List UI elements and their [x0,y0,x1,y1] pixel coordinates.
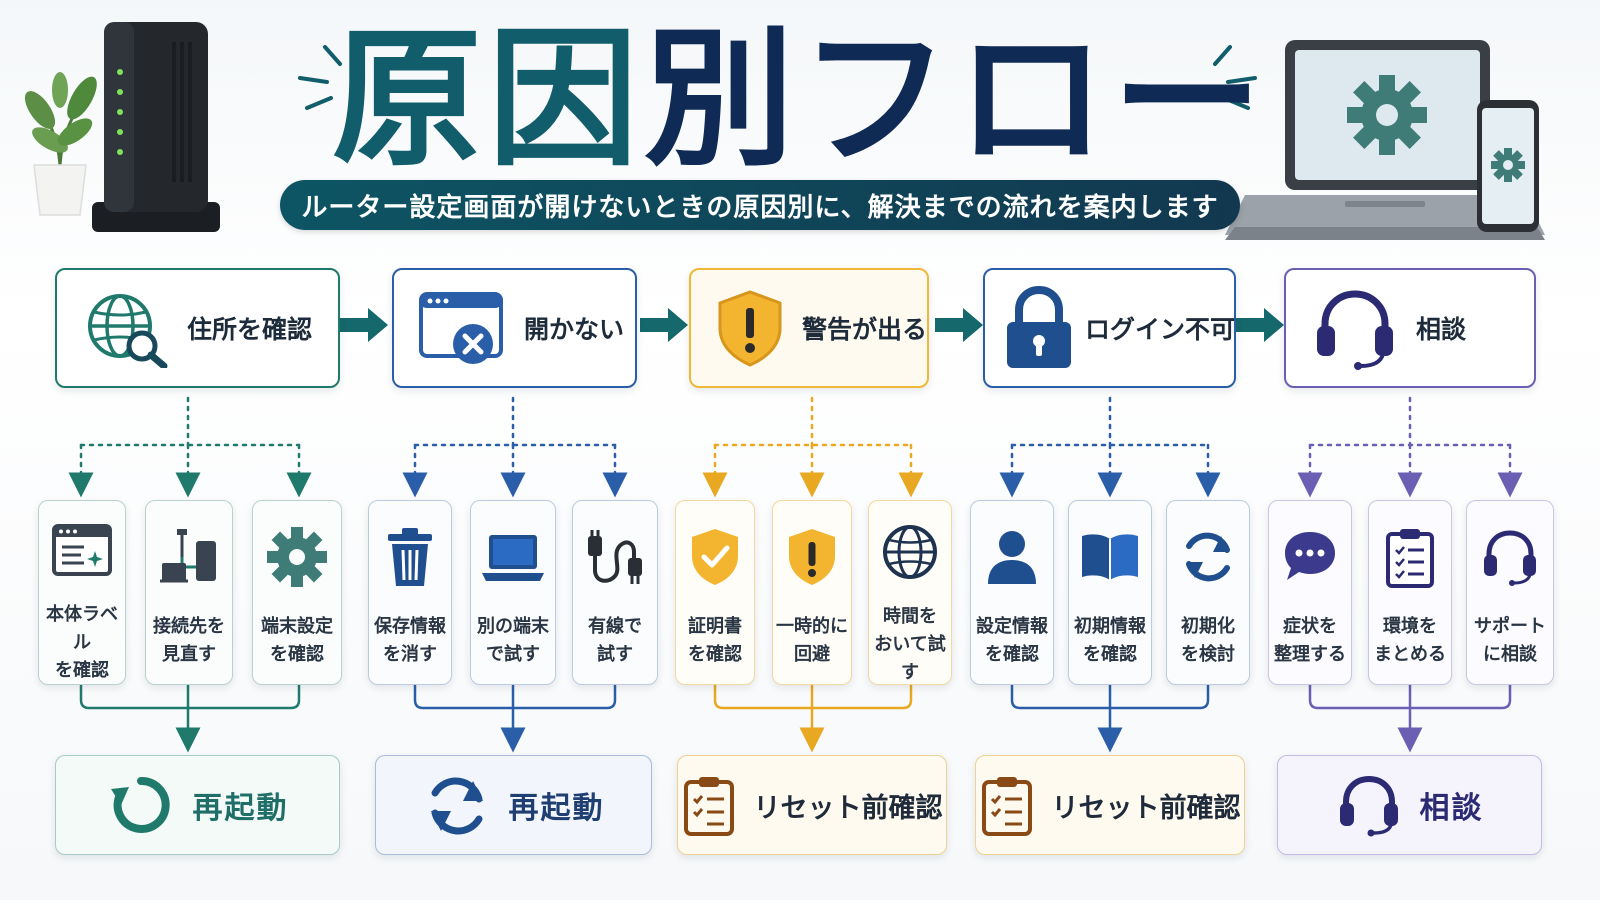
sync-icon [1179,523,1237,591]
sub-card-other-device[interactable]: 別の端末 で試す [470,500,556,685]
globe-search-icon [71,288,181,368]
sub-card-label: 有線で 試す [588,616,642,665]
sub-card-factory-reset[interactable]: 初期化 を検討 [1166,500,1250,685]
globe-icon [881,523,939,581]
laptop-phone-illustration [1225,40,1545,240]
router-illustration [92,22,220,232]
sub-card-label: 時間を おいて試す [874,606,946,683]
bottom-card-pre-reset-1[interactable]: リセット前確認 [677,755,947,855]
sub-card-label: 環境を まとめる [1374,616,1446,665]
subtitle-banner: ルーター設定画面が開けないときの原因別に、解決までの流れを案内します [280,180,1240,230]
sub-card-label: 別の端末 で試す [477,616,549,665]
shield-alert-icon [784,523,840,591]
user-icon [985,523,1039,591]
sub-card-initial-info[interactable]: 初期情報 を確認 [1068,500,1152,685]
top-card-cannot-open[interactable]: 開かない [392,268,637,388]
sub-card-body-label[interactable]: 本体ラベル を確認 [38,500,126,685]
sub-card-label: サポート に相談 [1474,616,1546,665]
cable-plug-icon [584,523,646,591]
sub-card-label: 接続先を 見直す [153,616,225,665]
sub-card-label: 症状を 整理する [1274,616,1346,665]
refresh-icon [423,771,491,839]
sub-card-temporary-bypass[interactable]: 一時的に 回避 [772,500,852,685]
bottom-card-label: リセット前確認 [1051,792,1241,824]
sub-card-label: 証明書 を確認 [688,616,742,665]
bottom-card-pre-reset-2[interactable]: リセット前確認 [975,755,1245,855]
sub-card-contact-support[interactable]: サポート に相談 [1466,500,1554,685]
bottom-card-restart-2[interactable]: 再起動 [375,755,652,855]
sub-card-label: 初期化 を検討 [1181,616,1235,665]
top-flow-arrows [340,308,1284,342]
top-card-label: 警告が出る [801,315,927,344]
top-card-address[interactable]: 住所を確認 [55,268,340,388]
bottom-card-label: 再起動 [508,791,605,826]
headset-icon [1480,523,1540,591]
headset-icon [1336,773,1402,837]
clipboard-list-icon [1384,523,1436,591]
top-card-label: 相談 [1416,315,1467,344]
sub-card-label: 初期情報 を確認 [1074,616,1146,665]
sub-card-certificate[interactable]: 証明書 を確認 [675,500,755,685]
bottom-card-label: 再起動 [192,791,289,826]
title-spark-right [1213,45,1257,110]
chat-bubble-icon [1281,523,1339,591]
top-card-login[interactable]: ログイン不可 [983,268,1236,388]
page-title: 原因別フロー [300,20,1300,180]
top-card-label: ログイン不可 [1085,315,1236,344]
restart-icon [107,771,175,839]
lock-icon [999,286,1079,368]
label-window-icon [51,523,113,579]
warning-shield-icon [705,288,796,368]
top-card-label: 開かない [524,315,625,344]
sub-card-device-settings[interactable]: 端末設定 を確認 [252,500,342,685]
checklist-icon [682,774,736,836]
sub-card-label: 端末設定 を確認 [261,616,333,665]
checklist-icon [980,774,1034,836]
plant-decoration [24,72,97,216]
top-card-warning[interactable]: 警告が出る [689,268,929,388]
sub-card-config-info[interactable]: 設定情報 を確認 [970,500,1054,685]
top-card-consult[interactable]: 相談 [1284,268,1536,388]
sub-card-wired[interactable]: 有線で 試す [572,500,658,685]
shield-check-icon [687,523,743,591]
title-part-1: 原因 [331,13,644,187]
sub-card-label: 設定情報 を確認 [976,616,1048,665]
sub-card-connection[interactable]: 接続先を 見直す [145,500,233,685]
title-spark-left [298,45,342,110]
title-part-2: 別フロー [644,13,1269,187]
bottom-card-consult[interactable]: 相談 [1277,755,1542,855]
headset-icon [1300,288,1410,370]
book-icon [1079,523,1141,591]
router-cable-icon [156,523,222,591]
sub-card-label: 保存情報 を消す [374,616,446,665]
bottom-card-restart-1[interactable]: 再起動 [55,755,340,855]
sub-card-wait-retry[interactable]: 時間を おいて試す [868,500,952,685]
bottom-card-label: 相談 [1419,791,1484,826]
sub-card-summarize-env[interactable]: 環境を まとめる [1368,500,1452,685]
laptop-icon [480,523,546,591]
browser-error-icon [408,288,518,368]
sub-card-clear-saved[interactable]: 保存情報 を消す [368,500,452,685]
sub-card-label: 一時的に 回避 [776,616,848,665]
trash-icon [384,523,436,591]
bottom-card-label: リセット前確認 [753,792,943,824]
sub-card-organize-symptoms[interactable]: 症状を 整理する [1268,500,1352,685]
gear-icon [266,523,328,591]
top-card-label: 住所を確認 [187,315,313,344]
sub-card-label: 本体ラベル を確認 [46,604,118,681]
